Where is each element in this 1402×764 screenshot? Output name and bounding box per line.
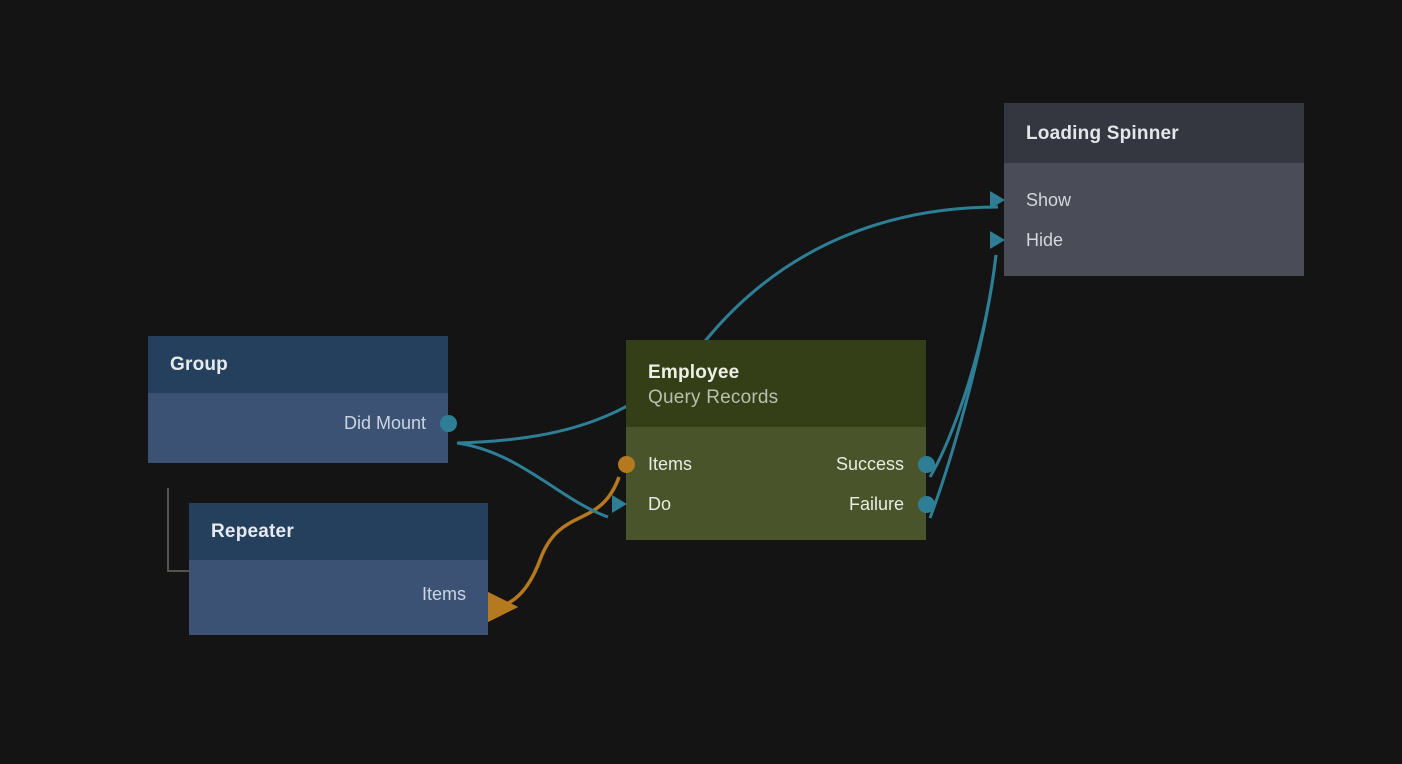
node-group-title: Group bbox=[170, 354, 228, 375]
port-label-employee-do: Do bbox=[648, 494, 672, 514]
port-label-employee-items: Items bbox=[648, 454, 693, 474]
port-label-employee-success: Success bbox=[835, 454, 904, 474]
port-row-show[interactable]: Show bbox=[990, 180, 1304, 220]
port-label-hide: Hide bbox=[1026, 230, 1064, 250]
port-label-did-mount: Did Mount bbox=[343, 413, 426, 433]
node-repeater[interactable]: Repeater Items bbox=[189, 503, 488, 635]
port-dot-employee-success[interactable] bbox=[917, 455, 935, 473]
node-repeater-header[interactable]: Repeater bbox=[189, 503, 488, 560]
port-arrow-show[interactable] bbox=[990, 191, 1005, 209]
node-loading-spinner-header[interactable]: Loading Spinner bbox=[1004, 103, 1304, 163]
edge-success-to-hide bbox=[928, 254, 998, 478]
port-row-repeater-items[interactable]: Items bbox=[189, 574, 488, 614]
node-employee-subtitle: Query Records bbox=[648, 387, 779, 408]
node-repeater-title: Repeater bbox=[211, 521, 294, 542]
node-repeater-body: Items bbox=[189, 560, 488, 635]
port-label-employee-failure: Failure bbox=[848, 494, 904, 514]
port-dot-did-mount[interactable] bbox=[439, 414, 457, 432]
node-group-body: Did Mount bbox=[148, 393, 457, 463]
node-employee-header[interactable]: Employee Query Records bbox=[626, 340, 926, 427]
port-arrow-employee-do[interactable] bbox=[612, 495, 627, 513]
node-loading-spinner-title: Loading Spinner bbox=[1026, 123, 1179, 144]
edge-failure-to-hide bbox=[928, 254, 998, 519]
port-row-hide[interactable]: Hide bbox=[990, 220, 1304, 260]
node-group[interactable]: Group Did Mount bbox=[148, 336, 457, 463]
edge-items-to-repeater-items bbox=[486, 476, 621, 623]
node-loading-spinner[interactable]: Loading Spinner Show Hide bbox=[990, 103, 1304, 276]
node-employee-title: Employee bbox=[648, 362, 740, 383]
port-row-employee-do[interactable]: Do Failure bbox=[612, 484, 935, 524]
port-dot-employee-items[interactable] bbox=[617, 455, 635, 473]
port-label-show: Show bbox=[1026, 190, 1072, 210]
tree-guide-line bbox=[167, 488, 191, 572]
port-dot-employee-failure[interactable] bbox=[917, 495, 935, 513]
port-arrow-hide[interactable] bbox=[990, 231, 1005, 249]
node-loading-spinner-body: Show Hide bbox=[990, 163, 1304, 276]
port-row-did-mount[interactable]: Did Mount bbox=[148, 403, 457, 443]
node-employee-body: Items Success Do Failure bbox=[612, 427, 935, 540]
node-group-header[interactable]: Group bbox=[148, 336, 448, 393]
port-row-employee-items[interactable]: Items Success bbox=[617, 444, 935, 484]
node-employee[interactable]: Employee Query Records Items Success Do … bbox=[612, 340, 935, 540]
port-label-repeater-items: Items bbox=[421, 584, 466, 604]
